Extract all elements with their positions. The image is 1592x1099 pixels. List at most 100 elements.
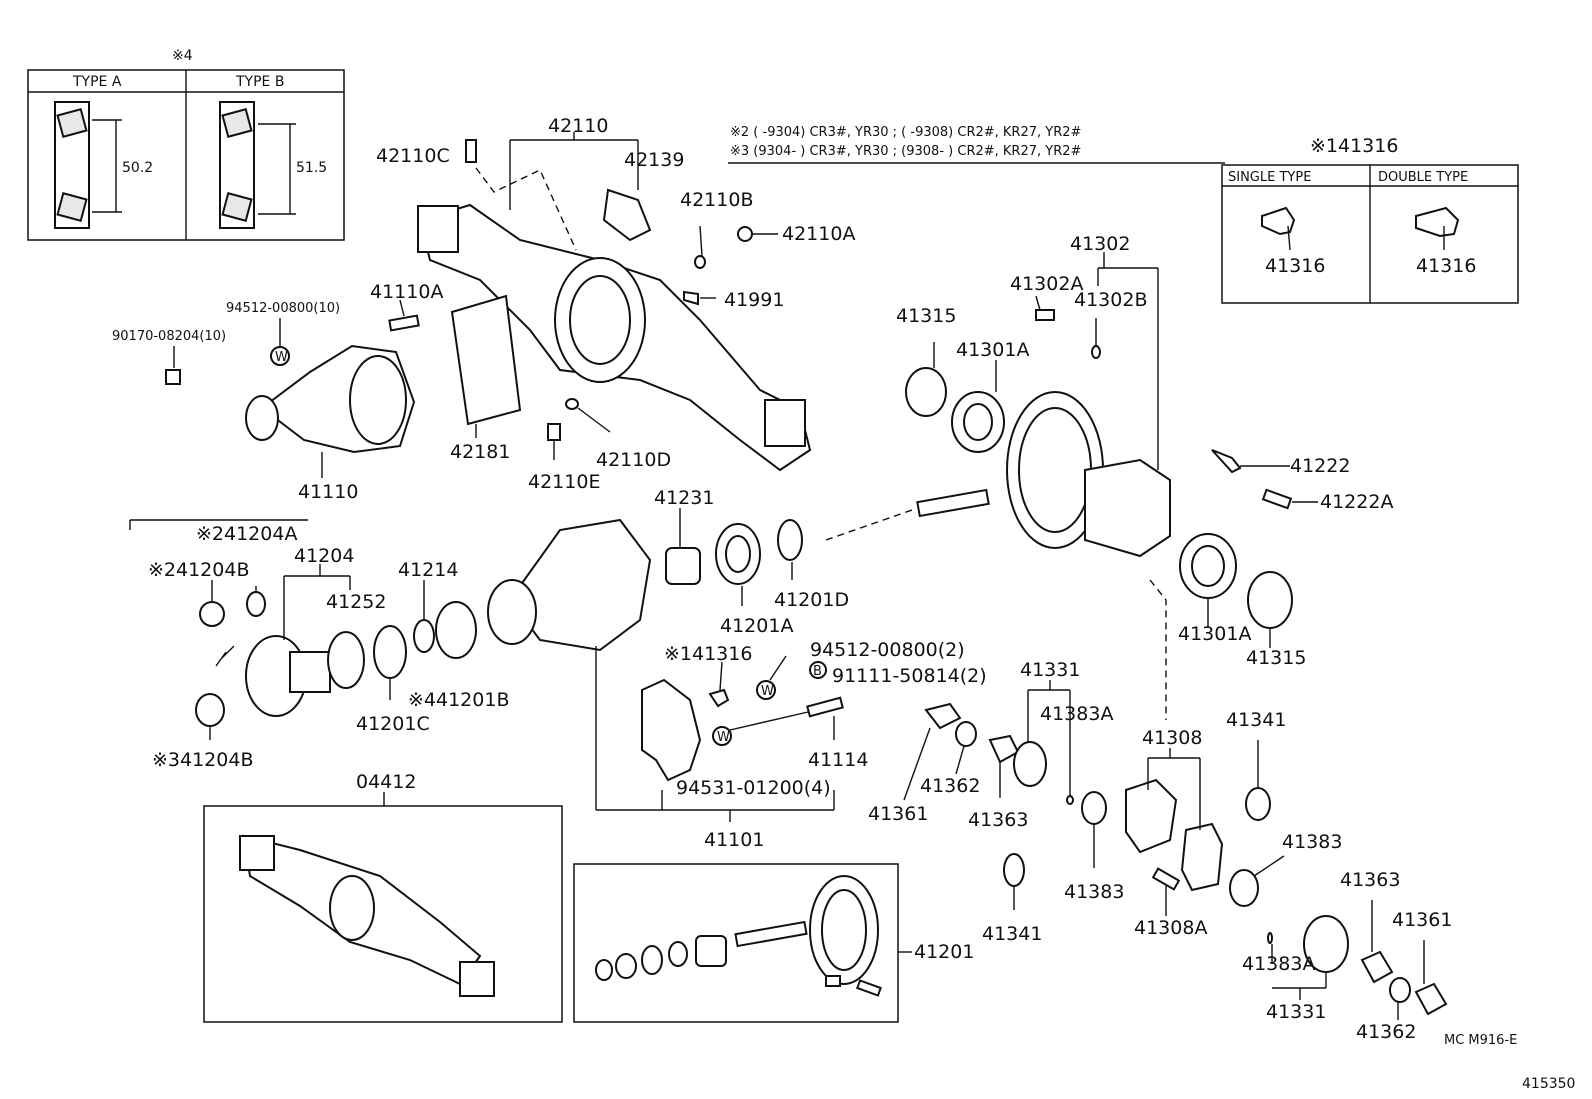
label-41301A-top: 41301A	[956, 339, 1029, 361]
label-41114: 41114	[808, 749, 868, 771]
label-42110B: 42110B	[680, 189, 753, 211]
label-41361-right: 41361	[1392, 909, 1452, 931]
axle-housing-kit-box	[203, 792, 563, 1023]
kit-flange-left	[239, 835, 275, 871]
svg-text:W: W	[717, 730, 730, 745]
label-41201: 41201	[914, 941, 974, 963]
oil-slinger-41201C	[373, 625, 407, 679]
gear-41331-a	[1013, 741, 1047, 787]
label-42110: 42110	[548, 115, 608, 137]
bolt-mark-91111	[809, 661, 827, 679]
label-42110C: 42110C	[376, 145, 450, 167]
washer-41363-b	[1360, 950, 1394, 984]
pin-41383A-b	[1267, 932, 1273, 944]
ring-pinion-kit-box	[573, 863, 912, 1023]
nut-41204B-a	[199, 601, 225, 627]
label-42110A: 42110A	[782, 223, 855, 245]
bearing-type-inset: ※4 TYPE A TYPE B 50.2 51.5	[27, 48, 345, 241]
washer-41383-a	[1081, 791, 1107, 825]
double-type-label: DOUBLE TYPE	[1378, 170, 1468, 185]
breather-assembly	[602, 188, 652, 242]
label-41204A: ※241204A	[196, 523, 297, 545]
dimension-b: 51.5	[296, 160, 327, 176]
bearing-cap	[641, 678, 702, 782]
applicability-notes: ※2 ( -9304) CR3#, YR30 ; ( -9308) CR2#, …	[728, 125, 1225, 164]
washer-41362-b	[1389, 977, 1411, 1003]
washer-41201D	[777, 519, 803, 561]
clip-type-inset: ※141316 SINGLE TYPE DOUBLE TYPE 41316 41…	[1221, 135, 1519, 304]
label-41201C: 41201C	[356, 713, 430, 735]
label-41201A: 41201A	[720, 615, 793, 637]
label-41204: 41204	[294, 545, 354, 567]
housing-flange-right	[764, 399, 806, 447]
label-41204B-bottom: ※341204B	[152, 749, 254, 771]
lock-41222	[1211, 449, 1242, 474]
diagram-code: MC M916-E	[1444, 1033, 1517, 1048]
label-41331-top: 41331	[1020, 659, 1080, 681]
label-41301A-bottom: 41301A	[1178, 623, 1251, 645]
carrier-41101-body	[508, 518, 652, 652]
carrier-41101-nose	[487, 579, 537, 645]
washer-94512-2	[756, 680, 776, 700]
label-41362-right: 41362	[1356, 1021, 1416, 1043]
label-41316-middle: ※141316	[664, 643, 752, 665]
label-04412: 04412	[356, 771, 416, 793]
direction-arrow	[215, 645, 235, 667]
label-41341-left: 41341	[982, 923, 1042, 945]
svg-text:W: W	[761, 684, 774, 699]
carrier-41101-group: W B W	[487, 508, 844, 822]
label-41383-right: 41383	[1282, 831, 1342, 853]
label-41222A: 41222A	[1320, 491, 1393, 513]
clip-41316	[708, 688, 730, 708]
label-42139: 42139	[624, 149, 684, 171]
label-41214: 41214	[398, 559, 458, 581]
spacer-41214	[413, 619, 435, 653]
label-41991: 41991	[724, 289, 784, 311]
bolt-41222A	[1261, 488, 1293, 510]
label-41383A-bottom: 41383A	[1242, 953, 1315, 975]
gear-41341-b	[1245, 787, 1271, 821]
label-42110E: 42110E	[528, 471, 600, 493]
adjusting-nut-41315-a	[905, 367, 947, 417]
plug-42110E	[547, 423, 561, 441]
nut-90170	[165, 369, 181, 385]
kit-flange-right	[459, 961, 495, 997]
washer-41361-b	[1414, 982, 1448, 1016]
label-41101: 41101	[704, 829, 764, 851]
adjusting-nut-41315-b	[1247, 571, 1293, 629]
label-41302B: 41302B	[1074, 289, 1147, 311]
kit-spacer	[668, 941, 688, 967]
dimension-a: 50.2	[122, 160, 153, 176]
inset-mark: ※4	[172, 48, 193, 64]
label-41383-left: 41383	[1064, 881, 1124, 903]
label-41110A: 41110A	[370, 281, 443, 303]
label-91111-2: 91111-50814(2)	[832, 665, 987, 687]
pin-41308A	[1151, 867, 1181, 891]
label-41201D: 41201D	[774, 589, 849, 611]
plate-41991	[683, 290, 699, 306]
svg-text:B: B	[813, 664, 822, 679]
label-41308A: 41308A	[1134, 917, 1207, 939]
plug-42110A	[737, 226, 753, 242]
gasket-42181	[450, 294, 522, 426]
part-number-labels: 42110 42110C 42139 42110B 42110A 41991 4…	[112, 115, 1452, 1043]
breather-plug	[465, 139, 477, 163]
double-clip-shape	[1415, 206, 1460, 238]
nut-41204B-b	[195, 693, 225, 727]
inset-41316-title: ※141316	[1310, 135, 1398, 157]
carrier-assembly-41110: W	[165, 299, 420, 478]
washer-41204A	[246, 591, 266, 617]
pin-41383A-a	[1066, 795, 1074, 805]
kit-washer-2	[615, 953, 637, 979]
kit-bolt	[856, 979, 882, 997]
spider-41308-b	[1180, 822, 1224, 892]
kit-washer-1	[595, 959, 613, 981]
single-type-label: SINGLE TYPE	[1228, 170, 1311, 185]
label-41231: 41231	[654, 487, 714, 509]
flange-hub	[289, 651, 331, 693]
label-94512-2: 94512-00800(2)	[810, 639, 965, 661]
label-42110D: 42110D	[596, 449, 671, 471]
note-3: ※3 (9304- ) CR3#, YR30 ; (9308- ) CR2#, …	[730, 144, 1081, 159]
bolt-41114	[806, 696, 844, 718]
